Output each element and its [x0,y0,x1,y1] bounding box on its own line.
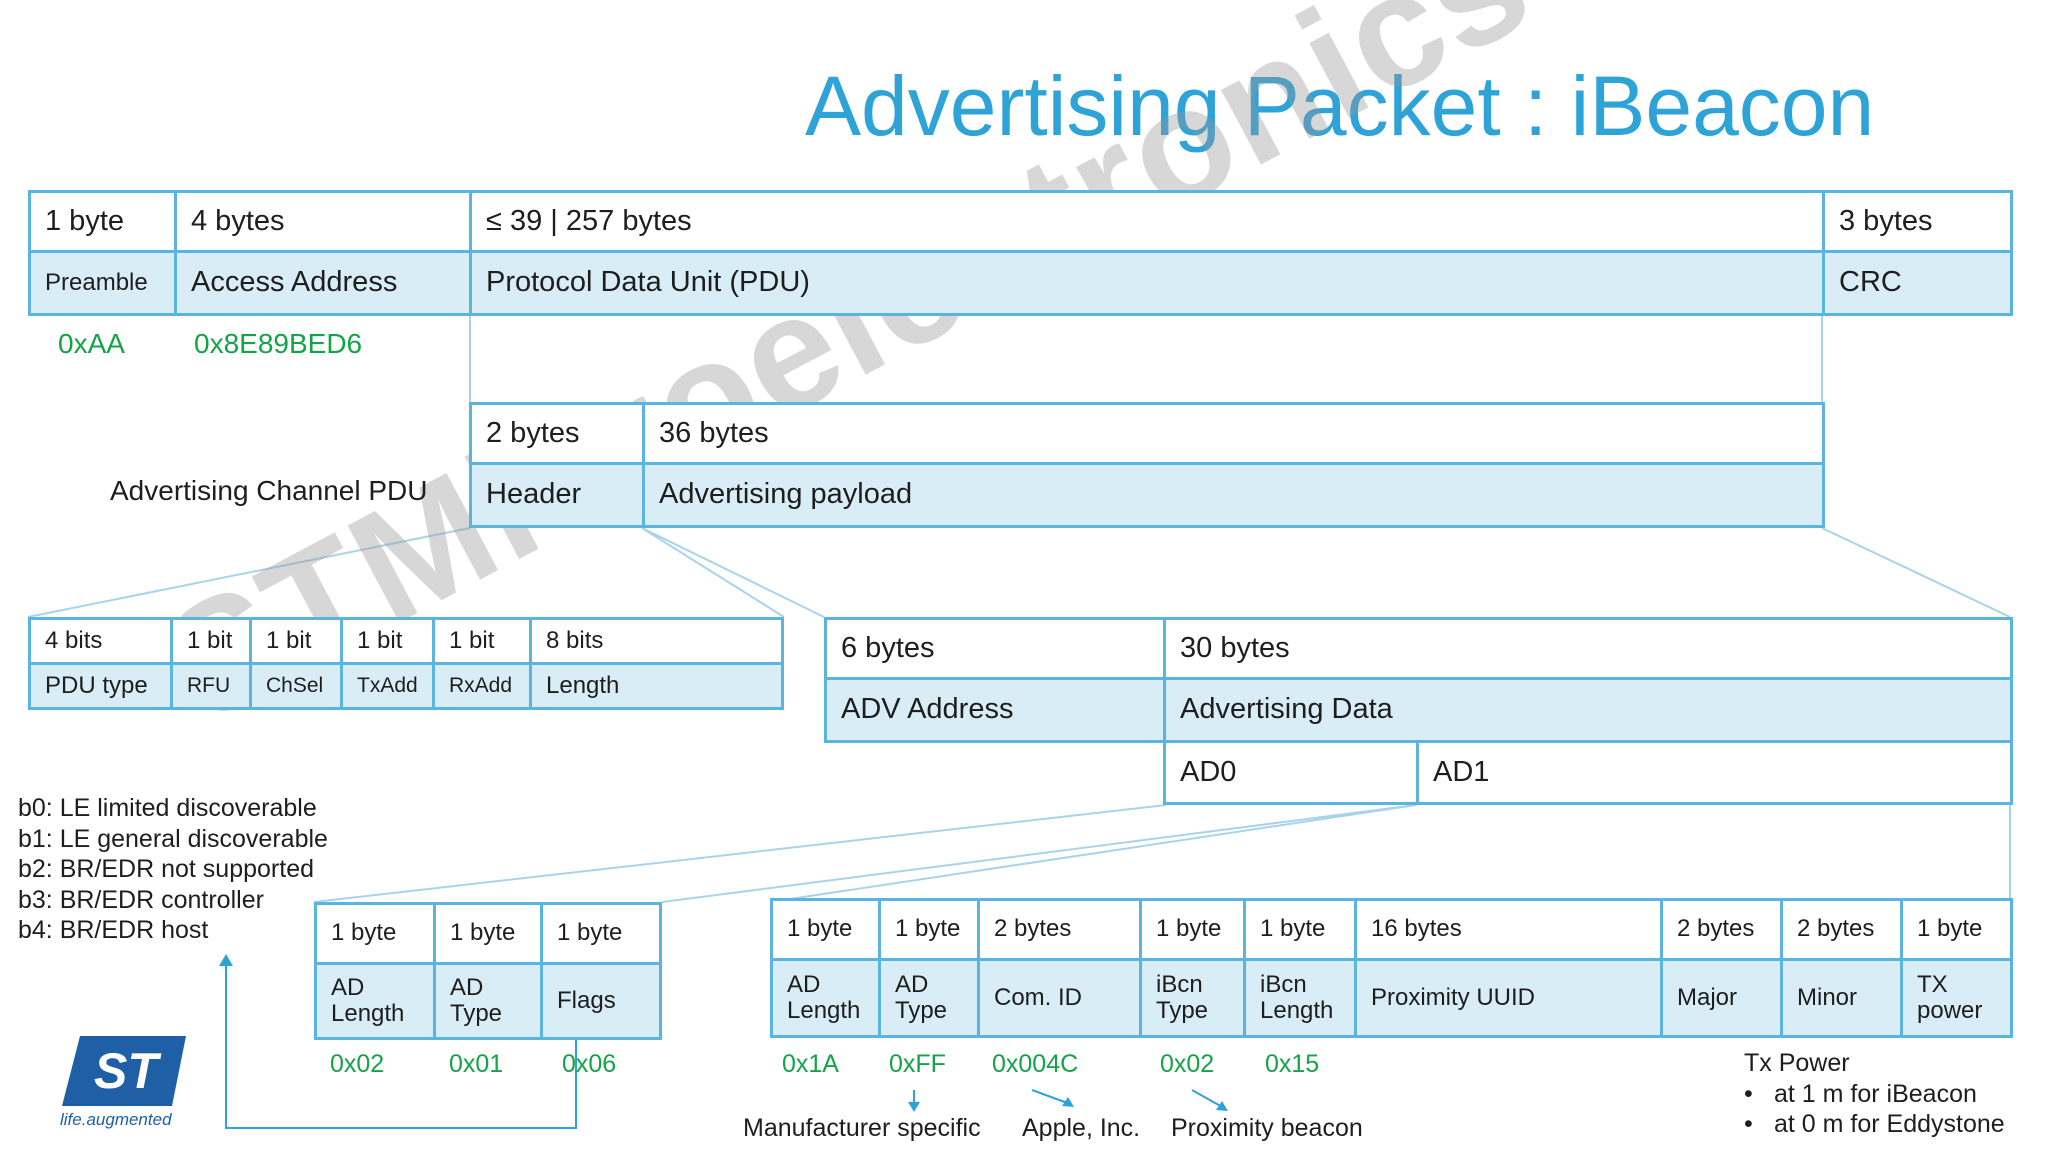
payload-size: 36 bytes [642,402,1825,465]
ad1-comid-size: 2 bytes [977,898,1142,961]
manufacturer-specific-note: Manufacturer specific [743,1114,981,1142]
txadd-field: TxAdd [340,662,435,710]
ad1-uuid-size: 16 bytes [1354,898,1663,961]
ad0-flags-value: 0x06 [562,1050,617,1078]
ad1-uuid-field: Proximity UUID [1354,958,1663,1038]
flags-notes: b0: LE limited discoverable b1: LE gener… [18,793,328,946]
ad1-comid-field: Com. ID [977,958,1142,1038]
rxadd-size: 1 bit [432,617,532,665]
ad1-ibcn-length-value: 0x15 [1265,1050,1320,1078]
flag-note: b4: BR/EDR host [18,916,209,944]
length-size: 8 bits [529,617,784,665]
ad1-length-value: 0x1A [782,1050,839,1078]
ad1-type-value: 0xFF [889,1050,946,1078]
flag-note: b1: LE general discoverable [18,824,328,853]
ad0-flags-size: 1 byte [540,902,662,965]
preamble-size: 1 byte [28,190,177,253]
st-logo: ST life.augmented [58,1030,198,1130]
pdu-size: ≤ 39 | 257 bytes [469,190,1825,253]
rxadd-field: RxAdd [432,662,532,710]
ad1-minor-field: Minor [1780,958,1903,1038]
pdu-field: Protocol Data Unit (PDU) [469,250,1825,316]
txadd-size: 1 bit [340,617,435,665]
svg-text:ST: ST [94,1043,162,1099]
tx-power-note: Tx Power •at 1 m for iBeacon •at 0 m for… [1744,1049,2005,1138]
preamble-field: Preamble [28,250,177,316]
pdu-type-field: PDU type [28,662,173,710]
ad0-type-value: 0x01 [449,1050,504,1078]
chsel-size: 1 bit [249,617,343,665]
tx-power-title: Tx Power [1744,1049,1850,1077]
access-address-size: 4 bytes [174,190,472,253]
ad1-ibcn-type-size: 1 byte [1139,898,1246,961]
ad1-minor-size: 2 bytes [1780,898,1903,961]
ad0-flags-field: Flags [540,962,662,1040]
flag-note: b3: BR/EDR controller [18,885,264,914]
ad1-comid-value: 0x004C [992,1050,1079,1078]
ad1-major-field: Major [1660,958,1783,1038]
pdu-type-size: 4 bits [28,617,173,665]
adv-data-size: 30 bytes [1163,617,2013,680]
access-address-value: 0x8E89BED6 [194,328,363,359]
ad1-cell: AD1 [1416,740,2013,805]
flag-note: b0: LE limited discoverable [18,794,317,822]
preamble-value: 0xAA [58,328,125,359]
flag-note: b2: BR/EDR not supported [18,855,314,883]
ad0-type-size: 1 byte [433,902,543,965]
proximity-beacon-note: Proximity beacon [1171,1114,1363,1142]
ad1-ibcn-type-value: 0x02 [1160,1050,1215,1078]
header-field: Header [469,462,645,528]
apple-inc-note: Apple, Inc. [1022,1114,1141,1142]
chsel-field: ChSel [249,662,343,710]
header-size: 2 bytes [469,402,645,465]
ad1-type-size: 1 byte [878,898,980,961]
access-address-field: Access Address [174,250,472,316]
crc-size: 3 bytes [1822,190,2013,253]
payload-field: Advertising payload [642,462,1825,528]
ad0-length-size: 1 byte [314,902,436,965]
adv-data-field: Advertising Data [1163,677,2013,743]
adv-address-size: 6 bytes [824,617,1166,680]
tx-power-bullet: at 1 m for iBeacon [1774,1079,1977,1108]
page-title: Advertising Packet : iBeacon [805,59,1875,153]
st-logo-icon: ST [62,1036,186,1106]
ad0-length-value: 0x02 [330,1050,385,1078]
ad1-txpower-size: 1 byte [1900,898,2013,961]
crc-field: CRC [1822,250,2013,316]
adv-address-field: ADV Address [824,677,1166,743]
ad1-major-size: 2 bytes [1660,898,1783,961]
advertising-channel-pdu-label: Advertising Channel PDU [110,475,428,506]
st-logo-tagline: life.augmented [60,1110,172,1129]
ad1-ibcn-length-size: 1 byte [1243,898,1357,961]
ad1-length-size: 1 byte [770,898,881,961]
rfu-size: 1 bit [170,617,252,665]
rfu-field: RFU [170,662,252,710]
tx-power-bullet: at 0 m for Eddystone [1774,1110,2005,1138]
length-field: Length [529,662,784,710]
ad0-cell: AD0 [1163,740,1419,805]
